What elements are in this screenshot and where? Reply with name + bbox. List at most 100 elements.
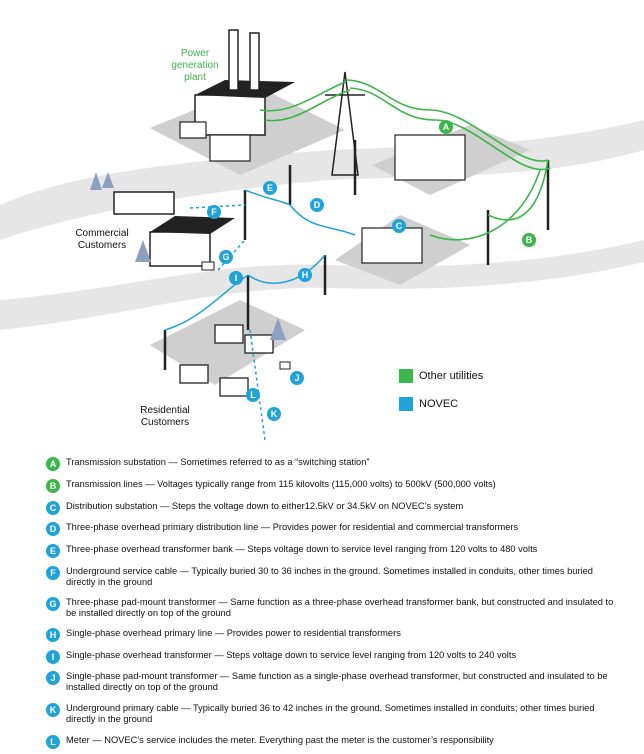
definition-text: Three-phase overhead primary distributio…: [66, 522, 518, 533]
trees: [90, 172, 286, 340]
badge-h: H: [298, 268, 312, 282]
definition-title: Underground primary cable: [66, 703, 179, 713]
definition-description: — Sometimes referred to as a “switching …: [165, 457, 370, 467]
house: [214, 324, 244, 344]
definition-badge: H: [46, 628, 60, 642]
badge-i: I: [229, 271, 243, 285]
definition-badge: C: [46, 501, 60, 515]
transmission-lines: [259, 79, 551, 241]
badge-d: D: [310, 198, 324, 212]
plant-roof: [195, 80, 295, 98]
smokestack: [249, 32, 260, 91]
plant-label-line: generation: [171, 60, 219, 71]
commercial-label-line: Commercial: [75, 228, 129, 239]
definition-item: I Single-phase overhead transformer — Ste…: [46, 650, 624, 664]
definition-title: Transmission substation: [66, 457, 166, 467]
definition-description: — Steps voltage down to service level ra…: [211, 650, 517, 660]
definition-text: Single-phase overhead primary line — Pro…: [66, 628, 401, 639]
definition-text: Underground service cable — Typically bu…: [66, 566, 624, 588]
legend-label-other-utilities: Other utilities: [419, 370, 484, 382]
definition-item: F Underground service cable — Typically b…: [46, 566, 624, 588]
definition-text: Distribution substation — Steps the volt…: [66, 501, 463, 512]
definition-item: L Meter — NOVEC’s service includes the me…: [46, 735, 624, 749]
definition-description: — Typically buried 36 to 42 inches in th…: [66, 703, 595, 724]
house: [219, 377, 249, 397]
definition-item: B Transmission lines — Voltages typically…: [46, 479, 624, 493]
definition-title: Distribution substation: [66, 501, 158, 511]
definition-description: — Provides power to residential transfor…: [212, 628, 401, 638]
definition-item: C Distribution substation — Steps the vol…: [46, 501, 624, 515]
pad-mount-transformer-g: [201, 261, 215, 271]
definition-title: Three-phase pad-mount transformer: [66, 597, 216, 607]
definition-badge: F: [46, 566, 60, 580]
definition-badge: K: [46, 703, 60, 717]
definition-description: — Same function as a single-phase overhe…: [66, 671, 608, 692]
substation-c-equipment: [361, 227, 423, 264]
badge-c: C: [392, 219, 406, 233]
definition-text: Three-phase pad-mount transformer — Same…: [66, 597, 624, 619]
definition-description: — Same function as a three-phase overhea…: [66, 597, 614, 618]
badge-a: A: [439, 120, 453, 134]
plant-equipment: [209, 134, 251, 162]
house: [244, 334, 274, 354]
definition-badge: A: [46, 457, 60, 471]
legend-label-novec: NOVEC: [419, 398, 459, 410]
definition-badge: I: [46, 650, 60, 664]
badge-e: E: [263, 181, 277, 195]
badge-b: B: [522, 233, 536, 247]
legend-key-other-utilities: [399, 369, 413, 383]
commercial-building: [149, 231, 211, 267]
definition-description: — Steps the voltage down to either12.5kV…: [157, 501, 464, 511]
commercial-building: [113, 191, 175, 215]
definition-description: — NOVEC’s service includes the meter. Ev…: [89, 735, 494, 745]
definition-badge: E: [46, 544, 60, 558]
definition-badge: L: [46, 735, 60, 749]
definition-title: Three-phase overhead primary distributio…: [66, 522, 259, 532]
plant-annex: [179, 121, 207, 139]
commercial-label-line: Customers: [77, 240, 127, 251]
definition-item: E Three-phase overhead transformer bank —…: [46, 544, 624, 558]
definition-item: D Three-phase overhead primary distributi…: [46, 522, 624, 536]
definition-text: Single-phase pad-mount transformer — Sam…: [66, 671, 624, 693]
transmission-tower: [331, 71, 359, 176]
definition-item: K Underground primary cable — Typically b…: [46, 703, 624, 725]
definition-badge: D: [46, 522, 60, 536]
definition-item: H Single-phase overhead primary line — Pr…: [46, 628, 624, 642]
definition-title: Meter: [66, 735, 90, 745]
badge-g: G: [219, 250, 233, 264]
definition-text: Single-phase overhead transformer — Step…: [66, 650, 516, 661]
commercial-label: Commercial Customers: [62, 228, 142, 252]
definition-description: — Steps voltage down to service level ra…: [232, 544, 538, 554]
badge-l: L: [246, 388, 260, 402]
pad-mount-transformer-j: [279, 361, 291, 370]
plant-label-line: plant: [184, 72, 206, 83]
definition-item: A Transmission substation — Sometimes ref…: [46, 457, 624, 471]
definition-badge: G: [46, 597, 60, 611]
definition-title: Single-phase overhead transformer: [66, 650, 212, 660]
house: [179, 364, 209, 384]
badge-j: J: [290, 371, 304, 385]
badge-k: K: [267, 407, 281, 421]
definition-title: Single-phase overhead primary line: [66, 628, 213, 638]
plant-label: Power generation plant: [155, 48, 235, 84]
residential-label-line: Customers: [140, 417, 190, 428]
definition-item: G Three-phase pad-mount transformer — Sam…: [46, 597, 624, 619]
road: [0, 240, 644, 330]
definition-text: Transmission lines — Voltages typically …: [66, 479, 496, 490]
smokestack: [228, 29, 239, 91]
residential-label-line: Residential: [140, 405, 190, 416]
definition-title: Three-phase overhead transformer bank: [66, 544, 233, 554]
definition-badge: B: [46, 479, 60, 493]
definition-description: — Typically buried 30 to 36 inches in th…: [66, 566, 593, 587]
definition-description: — Provides power for residential and com…: [258, 522, 519, 532]
definition-description: — Voltages typically range from 115 kilo…: [142, 479, 496, 489]
utility-poles: [163, 140, 550, 370]
definition-text: Meter — NOVEC’s service includes the met…: [66, 735, 494, 746]
substation-a-equipment: [394, 134, 466, 181]
plant-label-line: Power: [180, 48, 210, 59]
definition-text: Transmission substation — Sometimes refe…: [66, 457, 369, 468]
definition-text: Underground primary cable — Typically bu…: [66, 703, 624, 725]
definition-title: Underground service cable: [66, 566, 178, 576]
residential-label: Residential Customers: [125, 405, 205, 429]
